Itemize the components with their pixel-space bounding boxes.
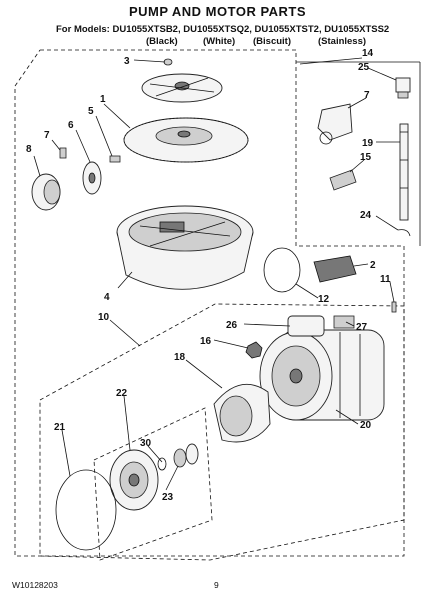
callout-18: 18 <box>174 352 186 363</box>
callout-21: 21 <box>54 422 66 433</box>
part-spray-disc <box>141 73 223 103</box>
callout-5: 5 <box>88 106 94 117</box>
part-14-bracket <box>317 103 353 145</box>
part-30 <box>157 443 199 471</box>
part-gear-ring-1 <box>123 117 249 163</box>
part-26 <box>287 315 325 337</box>
leader-lines <box>33 57 400 491</box>
model-number: DU1055XTSQ2, <box>183 24 252 35</box>
part-screw-3 <box>163 58 173 66</box>
callout-20: 20 <box>360 420 372 431</box>
part-impeller-22 <box>109 449 159 511</box>
part-5 <box>109 155 121 163</box>
callout-labels: 3 1 5 6 7 8 4 10 14 25 7 19 15 24 2 11 1… <box>26 48 391 503</box>
page-title: PUMP AND MOTOR PARTS <box>128 4 307 19</box>
part-15 <box>329 169 357 191</box>
part-pump-housing-4 <box>116 205 254 290</box>
part-24-clip <box>397 229 411 237</box>
part-8 <box>31 173 61 211</box>
part-seal-12 <box>263 247 301 293</box>
callout-4: 4 <box>104 292 110 303</box>
callout-23: 23 <box>162 492 174 503</box>
part-screw-7 <box>59 147 67 159</box>
callout-15: 15 <box>360 152 372 163</box>
part-19-hose <box>399 123 409 221</box>
variant-biscuit: (Biscuit) <box>253 36 291 47</box>
callout-25: 25 <box>358 62 370 73</box>
callout-2: 2 <box>370 260 376 271</box>
callout-11: 11 <box>380 274 391 285</box>
model-number: DU1055XTSB2, <box>112 24 181 35</box>
models-prefix: For Models: <box>56 24 110 35</box>
callout-14: 14 <box>362 48 374 59</box>
part-motor-20 <box>259 329 385 421</box>
part-2 <box>313 255 357 283</box>
callout-30: 30 <box>140 438 152 449</box>
part-6 <box>82 161 102 195</box>
callout-7: 7 <box>44 130 50 141</box>
callout-19: 19 <box>362 138 374 149</box>
callout-27: 27 <box>356 322 368 333</box>
callout-26: 26 <box>226 320 238 331</box>
callout-3: 3 <box>124 56 130 67</box>
callout-24: 24 <box>360 210 372 221</box>
callout-16: 16 <box>200 336 212 347</box>
part-volute-18 <box>213 383 271 443</box>
callout-6: 6 <box>68 120 74 131</box>
variant-black: (Black) <box>146 36 178 47</box>
variant-stainless: (Stainless) <box>318 36 367 47</box>
callout-22: 22 <box>116 388 128 399</box>
page-number: 9 <box>214 580 219 590</box>
doc-number: W10128203 <box>12 580 58 590</box>
variant-white: (White) <box>203 36 236 47</box>
part-screw-11 <box>391 301 397 313</box>
callout-8: 8 <box>26 144 32 155</box>
part-25 <box>395 77 411 99</box>
callout-7-inset: 7 <box>364 90 370 101</box>
part-gasket-21 <box>55 469 117 551</box>
part-27 <box>333 315 355 329</box>
callout-1: 1 <box>100 94 106 105</box>
callout-10: 10 <box>98 312 110 323</box>
model-number: DU1055XTSS2 <box>324 24 390 35</box>
callout-12: 12 <box>318 294 330 305</box>
motor-group-boundary <box>39 303 405 561</box>
model-list: For Models: DU1055XTSB2, DU1055XTSQ2, DU… <box>56 24 389 35</box>
model-number: DU1055XTST2, <box>254 24 322 35</box>
pump-subassembly-boundary <box>93 407 213 561</box>
part-nut-16 <box>245 341 263 359</box>
